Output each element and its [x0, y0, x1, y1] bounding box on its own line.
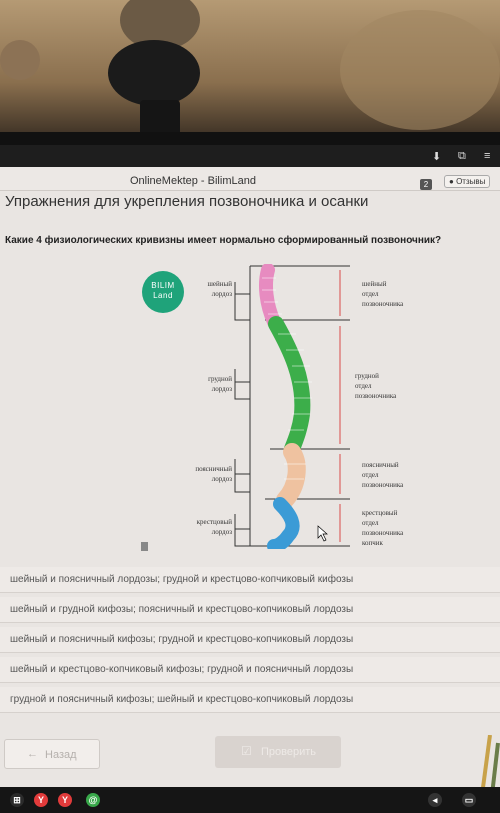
label-thoracic-lordosis-1: грудной: [208, 375, 232, 383]
label-lumbar-lordosis-2: лордоз: [212, 475, 232, 483]
back-button[interactable]: ← Назад: [4, 739, 100, 769]
cursor-icon: [317, 525, 328, 542]
reviews-button[interactable]: ● Отзывы: [444, 175, 491, 188]
spine-illustration: [259, 264, 312, 549]
answer-option-1[interactable]: шейный и поясничный лордозы; грудной и к…: [0, 567, 500, 593]
spine-figure: шейный лордоз грудной лордоз поясничный …: [195, 264, 404, 549]
tab-title[interactable]: OnlineMektep - BilimLand: [130, 175, 256, 187]
label-lumbar-section-2: отдел: [362, 471, 379, 479]
label-sacral-section-4: копчик: [362, 539, 384, 547]
answer-text: шейный и поясничный лордозы; грудной и к…: [10, 574, 354, 585]
left-brackets: [234, 282, 250, 547]
label-sacral-lordosis-2: лордоз: [212, 528, 232, 536]
answer-option-2[interactable]: шейный и грудной кифозы; поясничный и кр…: [0, 597, 500, 623]
display-icon[interactable]: ▭: [462, 793, 476, 807]
label-lumbar-section-1: поясничный: [362, 461, 399, 469]
label-sacral-lordosis-1: крестцовый: [197, 518, 233, 526]
label-sacral-section-2: отдел: [362, 519, 379, 527]
reviews-label: Отзывы: [456, 177, 486, 186]
answer-option-5[interactable]: грудной и поясничный кифозы; шейный и кр…: [0, 687, 500, 713]
label-sacral-section-1: крестцовый: [362, 509, 398, 517]
label-cervical-lordosis-2: лордоз: [212, 290, 232, 298]
label-cervical-lordosis-1: шейный: [208, 280, 233, 288]
check-button-label: Проверить: [261, 746, 317, 758]
mail-icon[interactable]: @: [86, 793, 100, 807]
menu-icon[interactable]: ≡: [484, 150, 491, 162]
answer-option-3[interactable]: шейный и поясничный кифозы; грудной и кр…: [0, 627, 500, 653]
browser-viewport: OnlineMektep - BilimLand 2 ● Отзывы Упра…: [0, 167, 500, 787]
share-icon[interactable]: ⧉: [458, 150, 466, 162]
checkmark-icon: ☑: [241, 744, 252, 758]
bookmark-icon[interactable]: [141, 542, 148, 551]
notification-badge[interactable]: 2: [420, 179, 432, 190]
arrow-left-icon: ←: [27, 748, 38, 760]
label-thoracic-section-1: грудной: [355, 372, 379, 380]
answer-text: шейный и крестцово-копчиковый кифозы; гр…: [10, 664, 354, 675]
logo-line1: BILIM: [151, 281, 175, 290]
pencils-photo: [480, 735, 500, 795]
yandex-icon[interactable]: Y: [58, 793, 72, 807]
windows-start-icon[interactable]: ⊞: [10, 793, 24, 807]
logo-line2: Land: [153, 291, 173, 300]
taskbar: ⊞ Y Y @ ◂ ▭: [0, 787, 500, 813]
question-text: Какие 4 физиологических кривизны имеет н…: [5, 235, 442, 246]
check-button[interactable]: ☑ Проверить: [215, 736, 341, 768]
background-photo: [0, 0, 500, 150]
label-lumbar-lordosis-1: поясничный: [195, 465, 232, 473]
label-cervical-section-2: отдел: [362, 290, 379, 298]
system-top-bar: ⬇ ⧉ ≡: [0, 145, 500, 167]
back-button-label: Назад: [45, 749, 77, 761]
label-thoracic-lordosis-2: лордоз: [212, 385, 232, 393]
label-thoracic-section-3: позвоночника: [355, 392, 397, 400]
label-cervical-section-3: позвоночника: [362, 300, 404, 308]
answer-text: грудной и поясничный кифозы; шейный и кр…: [10, 694, 354, 705]
label-lumbar-section-3: позвоночника: [362, 481, 404, 489]
page-title: Упражнения для укрепления позвоночника и…: [5, 193, 369, 210]
yandex-browser-icon[interactable]: Y: [34, 793, 48, 807]
bilimland-logo: BILIM Land: [142, 271, 184, 313]
answer-text: шейный и грудной кифозы; поясничный и кр…: [10, 604, 354, 615]
tab-bar: OnlineMektep - BilimLand 2 ● Отзывы: [0, 167, 500, 191]
label-cervical-section-1: шейный: [362, 280, 387, 288]
download-icon[interactable]: ⬇: [432, 151, 442, 163]
label-thoracic-section-2: отдел: [355, 382, 372, 390]
answer-option-4[interactable]: шейный и крестцово-копчиковый кифозы; гр…: [0, 657, 500, 683]
label-sacral-section-3: позвоночника: [362, 529, 404, 537]
volume-icon[interactable]: ◂: [428, 793, 442, 807]
answer-text: шейный и поясничный кифозы; грудной и кр…: [10, 634, 354, 645]
